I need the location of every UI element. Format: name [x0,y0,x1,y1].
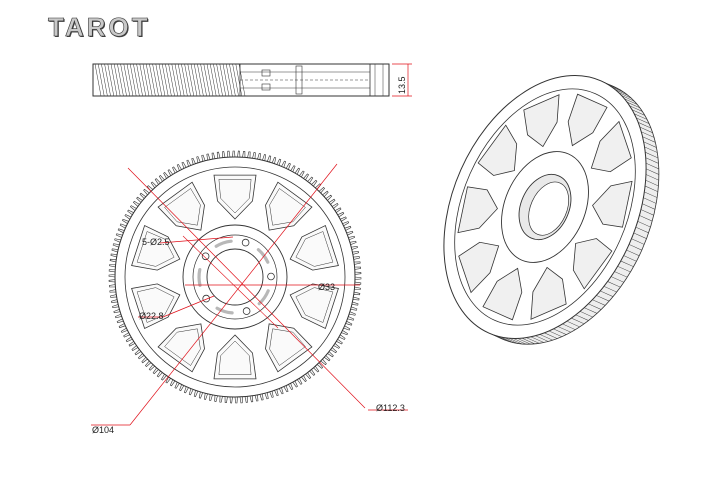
perspective-view [443,74,660,345]
bolt-hole [241,238,250,247]
perspective-spoke-window [457,186,498,234]
spoke-window [265,181,313,231]
perspective-spoke-window [567,93,608,147]
bolt-holes-dimension-label: 5-Ø2.5 [142,237,170,247]
tarot-logo: TAROT [48,12,151,43]
dimension-line-outer [127,167,366,409]
outer-diameter-label: Ø112.3 [376,403,405,413]
bolt-hole [201,252,210,261]
side-view-teeth [94,63,246,97]
perspective-spoke-windows [457,93,633,321]
front-view-spoke-windows [131,174,339,380]
bolt-hole [242,307,251,315]
perspective-spoke-window [530,266,567,320]
spoke-window [157,181,205,231]
spoke-window [131,224,181,271]
front-view-bolt-holes [197,238,275,315]
dimension-line-inner [162,295,215,318]
root-diameter-label: Ø104 [92,425,115,435]
height-dimension-label: 13.5 [397,76,407,94]
dimension-line-holes [159,236,234,244]
spoke-window [157,323,205,373]
perspective-spoke-window [592,180,633,228]
side-view [92,63,412,97]
perspective-spoke-window [572,238,613,290]
perspective-spoke-window [477,124,518,176]
perspective-spoke-window [590,120,632,173]
spoke-window [213,334,257,380]
hub-diameter-label: Ø33 [318,282,336,292]
perspective-spoke-window [458,241,500,294]
front-view [91,150,408,426]
dimension-line-root [129,163,338,426]
spoke-window [289,224,339,271]
bolt-hole [202,294,211,303]
spoke-window [213,174,257,220]
spoke-window [289,283,339,330]
inner-diameter-label: Ø22.8 [139,311,164,321]
perspective-spoke-window [482,267,523,321]
bolt-hole [267,272,275,281]
spoke-window [265,323,313,373]
perspective-spoke-window [523,94,560,148]
